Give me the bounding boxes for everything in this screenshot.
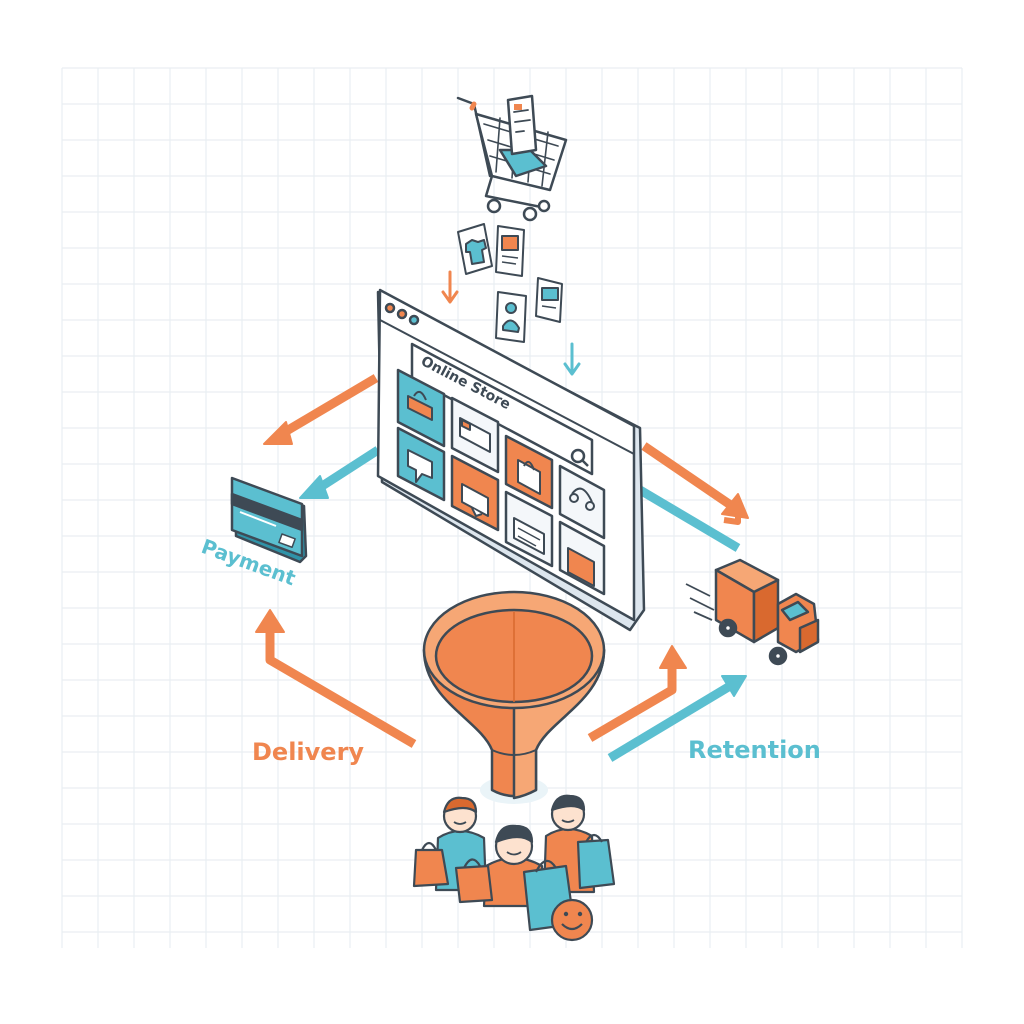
retention-label: Retention [688, 736, 821, 764]
arrow-store-to-truck-teal [637, 486, 741, 552]
shirt-card-icon [457, 223, 493, 275]
flow-arrows [255, 374, 749, 762]
window-dot-close [384, 302, 396, 314]
drop-arrows [441, 270, 581, 376]
arrow-funnel-to-payment [255, 609, 417, 748]
arrow-funnel-to-truck-teal [607, 675, 747, 762]
shopping-bag-icon [454, 864, 494, 904]
arrow-funnel-to-truck-orange [587, 645, 687, 742]
product-cards [457, 223, 563, 343]
profile-card-icon [495, 291, 527, 343]
arrow-store-to-truck-orange [641, 442, 749, 525]
arrow-store-to-payment-teal [299, 446, 381, 499]
delivery-label: Delivery [252, 738, 364, 766]
image-card-icon [495, 225, 525, 277]
search-bar [410, 342, 594, 476]
photo-card-icon [535, 277, 563, 323]
tile-headphones [558, 464, 606, 540]
shopping-cart-icon [456, 94, 568, 222]
search-icon [570, 448, 589, 467]
smiley-icon [550, 898, 594, 942]
delivery-truck-icon [685, 558, 820, 666]
funnel-icon [422, 590, 606, 804]
online-store-window [376, 288, 646, 632]
window-dot-max [408, 314, 420, 326]
arrow-store-to-payment-orange [263, 374, 379, 445]
shopping-bag-icon [412, 848, 450, 888]
credit-card-icon [230, 476, 308, 564]
shopping-bag-icon [576, 838, 616, 890]
customers-group [412, 794, 616, 942]
window-dot-min [396, 308, 408, 320]
